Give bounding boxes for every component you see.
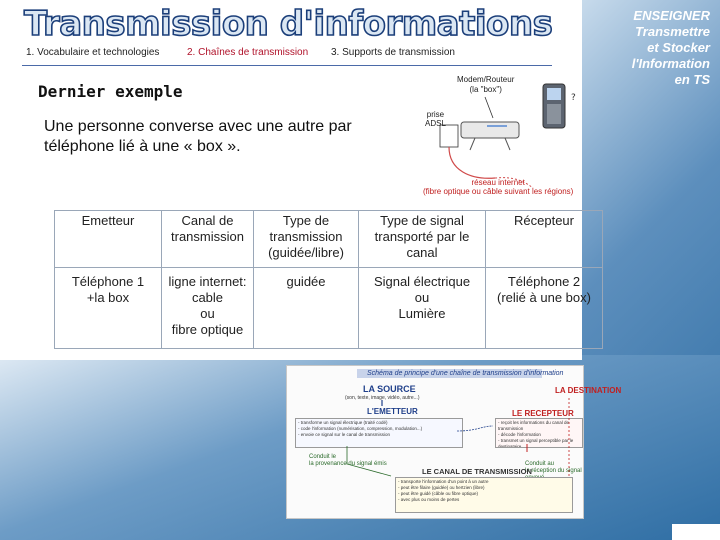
table-cell-receiver: Téléphone 2 (relié à une box) (485, 267, 603, 349)
course-label-line: en TS (674, 72, 710, 87)
schema-emitter-box: - transforme un signal électrique (trait… (295, 418, 463, 448)
cell-line: guidée (286, 274, 326, 289)
schema-channel: LE CANAL DE TRANSMISSION (422, 467, 532, 476)
schema-line: - envoie ce signal sur le canal de trans… (298, 432, 391, 437)
cell-line: ligne internet: (168, 274, 247, 289)
cell-line: fibre optique (171, 322, 244, 337)
course-label-line: l'Information (631, 56, 710, 71)
network-label: réseau internet (fibre optique ou câble … (423, 178, 573, 196)
cell-line: +la box (86, 290, 130, 305)
schema-note-line: Conduit le (309, 454, 337, 460)
nav-item-vocabulaire[interactable]: 1. Vocabulaire et technologies (26, 47, 160, 58)
schema-emitter: L'EMETTEUR (367, 407, 418, 416)
cell-line: ou (414, 290, 430, 305)
schema-line: - avec plus ou moins de pertes (398, 497, 460, 502)
schema-note-line: Conduit au (525, 461, 555, 467)
schema-channel-box: - transporte l'information d'un point à … (395, 477, 573, 513)
schema-line: - décode l'information (498, 432, 541, 437)
network-label-line: (fibre optique ou câble suivant les régi… (423, 187, 574, 196)
table-header-cell: Canal de transmission (161, 210, 254, 268)
cell-line: cable (191, 290, 224, 305)
schema-line: - transforme un signal électrique (trait… (298, 420, 388, 425)
schema-line: - reçoit les informations du canal de tr… (498, 420, 570, 431)
svg-text:?: ? (571, 93, 576, 103)
course-label-line: Transmettre (635, 24, 710, 39)
cell-line: Téléphone 1 (71, 274, 145, 289)
network-label-line: réseau internet (471, 178, 525, 187)
schema-line: - code l'information (numérisation, comp… (298, 426, 423, 431)
schema-line: - transmet un signal perceptible par le … (498, 438, 574, 448)
cell-line: (relié à une box) (497, 290, 591, 305)
intro-line: téléphone lié à une « box ». (44, 138, 241, 155)
modem-label: Modem/Routeur (la "box") (457, 75, 514, 95)
table-cell-type: guidée (253, 267, 359, 349)
course-label: ENSEIGNER Transmettre et Stocker l'Infor… (590, 8, 710, 88)
schema-source-sub: (son, texte, image, vidéo, autre...) (345, 395, 420, 401)
schema-destination: LA DESTINATION (555, 386, 622, 395)
schema-image: Schéma de principe d'une chaîne de trans… (286, 365, 621, 519)
course-label-line: ENSEIGNER (633, 8, 710, 23)
table-header-cell: Emetteur (54, 210, 162, 268)
modem-label-line: Modem/Routeur (457, 75, 515, 84)
table-header-cell: Type de signal transporté par le canal (358, 210, 486, 268)
cell-line: ou (200, 306, 215, 321)
cell-line: Lumière (398, 306, 446, 321)
intro-line: Une personne converse avec une autre par (44, 118, 352, 135)
schema-line: - transporte l'information d'un point à … (398, 479, 489, 484)
schema-line: - peut être guidé (câble ou fibre optiqu… (398, 491, 479, 496)
modem-illustration: ? (439, 83, 576, 189)
prise-label-line: prise (426, 110, 445, 119)
modem-diagram: ? Modem/Routeur (la "box") prise ADSL ré… (415, 70, 610, 205)
schema-note-line: la provenance du signal émis (309, 461, 387, 467)
modem-label-line: (la "box") (469, 85, 502, 94)
nav-item-chaines[interactable]: 2. Chaînes de transmission (187, 47, 309, 58)
table-header-cell: Type de transmission (guidée/libre) (253, 210, 359, 268)
schema-receiver-box: - reçoit les informations du canal de tr… (495, 418, 583, 448)
schema-title: Schéma de principe d'une chaîne de trans… (367, 370, 564, 377)
nav-item-supports[interactable]: 3. Supports de transmission (331, 47, 455, 58)
schema-title-bar (357, 369, 542, 378)
corner-blank (672, 524, 720, 540)
prise-label-line: ADSL (425, 119, 446, 128)
cell-line: Signal électrique (373, 274, 471, 289)
section-heading: Dernier exemple (38, 82, 183, 101)
transmission-table: Emetteur Canal de transmission Type de t… (54, 210, 603, 349)
schema-line: - peut être filaire (guidée) ou hertzien… (398, 485, 485, 490)
table-header-cell: Récepteur (485, 210, 603, 268)
schema-receiver: LE RECEPTEUR (512, 409, 574, 418)
course-label-line: et Stocker (647, 40, 710, 55)
schema-note-left: Conduit le la provenance du signal émis (309, 454, 387, 468)
schema-source: LA SOURCE (363, 384, 416, 394)
table-cell-emitter: Téléphone 1 +la box (54, 267, 162, 349)
intro-text: Une personne converse avec une autre par… (44, 117, 389, 157)
table-cell-channel: ligne internet: cable ou fibre optique (161, 267, 254, 349)
prise-label: prise ADSL (425, 110, 446, 128)
table-cell-signal: Signal électrique ou Lumière (358, 267, 486, 349)
cell-line: Téléphone 2 (507, 274, 581, 289)
nav-underline (22, 65, 552, 66)
slide-title: Transmission d'informations (23, 3, 553, 45)
table-row: Téléphone 1 +la box ligne internet: cabl… (54, 267, 603, 349)
table-header-row: Emetteur Canal de transmission Type de t… (54, 210, 603, 268)
